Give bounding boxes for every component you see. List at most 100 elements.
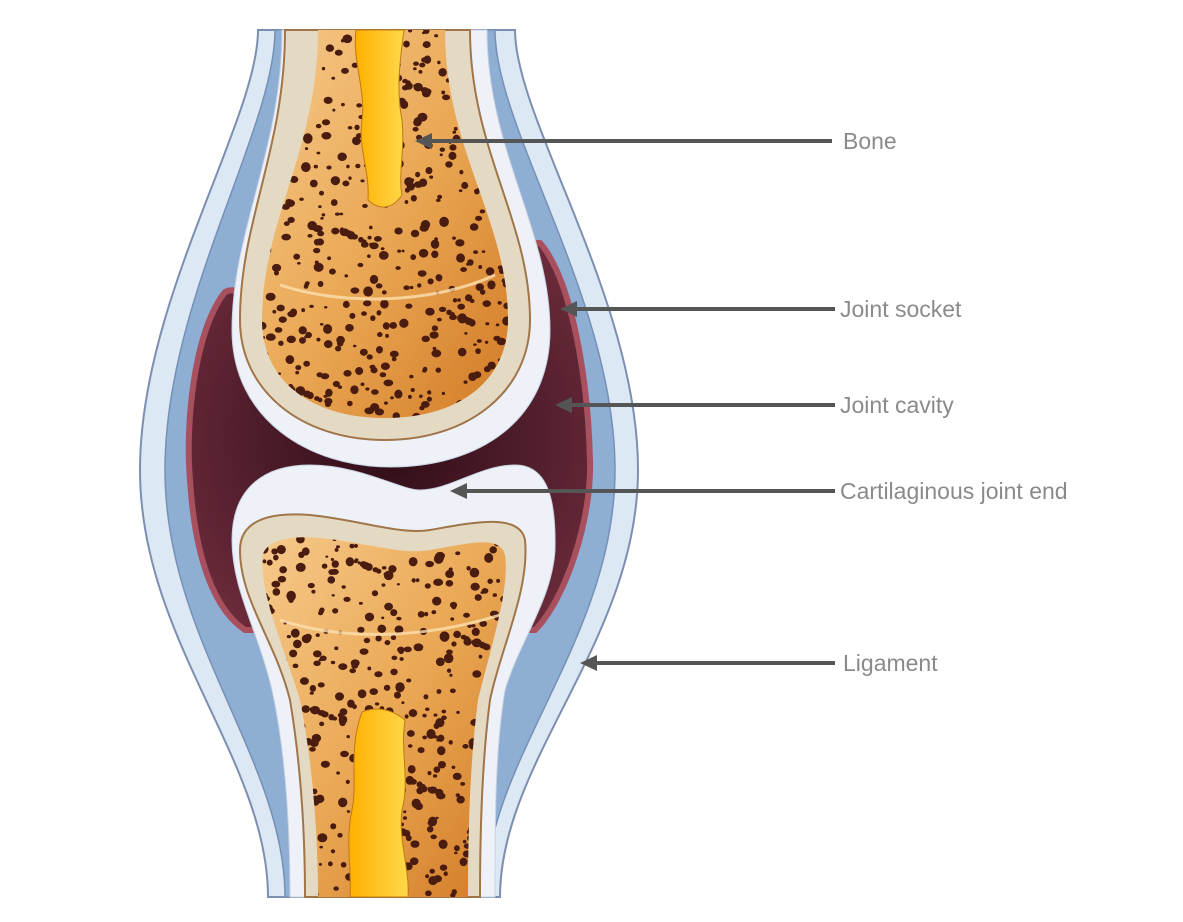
bone-pore — [475, 215, 483, 221]
bone-pore — [360, 241, 369, 248]
bone-pore — [345, 324, 354, 332]
label-joint-cavity: Joint cavity — [840, 392, 954, 418]
bone-pore — [292, 663, 299, 669]
bone-pore — [403, 810, 407, 814]
bone-pore — [410, 254, 417, 261]
bone-pore — [412, 126, 419, 132]
bone-pore — [290, 628, 300, 638]
bone-pore — [351, 62, 359, 68]
bone-pore — [425, 307, 435, 316]
bone-pore — [463, 380, 468, 384]
bone-pore — [330, 849, 336, 854]
bone-pore — [383, 572, 388, 576]
bone-pore — [323, 324, 333, 334]
bone-pore — [431, 349, 442, 358]
bone-pore — [439, 216, 449, 227]
bone-pore — [392, 567, 397, 571]
bone-pore — [328, 569, 336, 575]
bone-pore — [321, 131, 332, 140]
bone-pore — [379, 372, 387, 378]
bone-pore — [363, 300, 372, 307]
bone-pore — [298, 326, 307, 335]
bone-pore — [464, 317, 473, 326]
bone-pore — [334, 49, 343, 56]
bone-pore — [366, 354, 373, 360]
bone-pore — [457, 347, 467, 357]
bone-pore — [315, 123, 322, 129]
bone-pore — [458, 189, 463, 193]
bone-pore — [309, 304, 314, 308]
bone-pore — [421, 335, 430, 343]
bone-pore — [481, 588, 489, 594]
bone-pore — [338, 663, 348, 671]
bone-pore — [311, 589, 316, 594]
bone-pore — [332, 380, 340, 388]
bone-pore — [443, 871, 448, 877]
bone-pore — [410, 840, 420, 848]
bone-pore — [400, 100, 409, 109]
bone-pore — [437, 760, 446, 769]
bone-pore — [394, 625, 404, 634]
bone-pore — [330, 823, 337, 830]
bone-pore — [330, 660, 336, 665]
bone-pore — [406, 678, 412, 683]
bone-pore — [452, 236, 456, 240]
bone-pore — [350, 287, 360, 294]
bone-pore — [471, 640, 479, 646]
bone-pore — [304, 282, 310, 287]
bone-pore — [501, 878, 506, 889]
bone-pore — [415, 171, 421, 178]
bone-pore — [422, 735, 428, 740]
bone-pore — [369, 242, 373, 246]
bone-pore — [395, 682, 405, 693]
bone-pore — [431, 250, 439, 259]
bone-pore — [434, 34, 439, 38]
bone-pore — [497, 300, 502, 305]
bone-pore — [437, 194, 443, 200]
bone-pore — [476, 339, 482, 343]
bone-pore — [313, 262, 324, 272]
bone-pore — [470, 582, 480, 591]
bone-pore — [435, 367, 442, 373]
bone-pore — [405, 303, 413, 309]
bone-pore — [359, 348, 368, 356]
bone-pore — [422, 41, 431, 49]
bone-pore — [353, 543, 359, 548]
bone-pore — [437, 60, 441, 65]
bone-pore — [457, 303, 466, 310]
bone-pore — [362, 203, 368, 208]
bone-pore — [401, 249, 405, 253]
bone-pore — [325, 44, 335, 52]
bone-pore — [451, 765, 456, 769]
bone-pore — [350, 659, 360, 667]
bone-pore — [314, 260, 319, 265]
bone-pore — [484, 340, 489, 344]
bone-pore — [328, 713, 335, 721]
bone-pore — [305, 331, 312, 339]
arrow-ligament — [580, 655, 835, 671]
bone-pore — [262, 321, 267, 330]
bone-pore — [432, 774, 438, 778]
bone-pore — [319, 845, 323, 849]
bone-pore — [410, 387, 415, 392]
bone-pore — [404, 200, 409, 205]
bone-pore — [265, 333, 276, 341]
bone-pore — [346, 164, 350, 169]
label-ligament: Ligament — [843, 650, 938, 676]
bone-pore — [310, 705, 321, 715]
bone-pore — [345, 557, 355, 567]
bone-pore — [374, 702, 380, 706]
bone-pore — [450, 617, 455, 621]
bone-pore — [381, 616, 385, 620]
bone-pore — [401, 701, 405, 705]
bone-pore — [459, 169, 464, 175]
bone-pore — [432, 596, 442, 606]
bone-pore — [303, 133, 313, 144]
bone-pore — [349, 668, 356, 674]
bone-pore — [340, 861, 347, 868]
bone-pore — [471, 624, 476, 628]
bone-pore — [365, 387, 370, 391]
bone-pore — [327, 576, 336, 584]
bone-pore — [460, 782, 466, 786]
bone-pore — [385, 333, 389, 338]
